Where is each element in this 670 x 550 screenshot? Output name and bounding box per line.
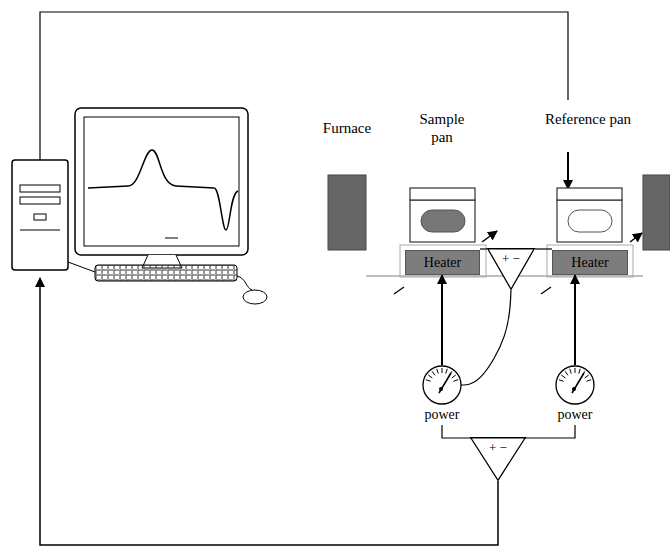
meter-tick bbox=[586, 380, 591, 382]
variable-arrow-head bbox=[630, 233, 642, 242]
part-label: Reference pan bbox=[543, 110, 633, 128]
heater-label: Heater bbox=[424, 255, 461, 271]
tower-line bbox=[20, 230, 60, 231]
furnace-label: Furnace bbox=[310, 119, 384, 137]
meter-tick bbox=[575, 368, 576, 373]
meter-label: power bbox=[553, 407, 597, 423]
pan-lid bbox=[410, 188, 475, 200]
meter-tick bbox=[432, 371, 435, 375]
meter-needle bbox=[572, 373, 584, 393]
meter-tick bbox=[561, 375, 565, 378]
amplifier-sign: + − bbox=[487, 251, 535, 267]
meter-pivot bbox=[439, 387, 443, 391]
meter-tick bbox=[442, 368, 443, 373]
reference-pan bbox=[557, 200, 622, 242]
drive-slot bbox=[34, 214, 46, 220]
meter-face bbox=[423, 366, 461, 404]
meter-dial bbox=[420, 365, 464, 407]
meter-tick bbox=[570, 369, 572, 374]
connector-line bbox=[441, 275, 443, 365]
connector-line bbox=[525, 425, 575, 438]
variable-arrow-head bbox=[482, 231, 497, 242]
connector-line bbox=[480, 248, 487, 249]
dsc-curve bbox=[88, 150, 238, 230]
power-meter: power bbox=[553, 365, 597, 425]
meter-tick bbox=[428, 375, 432, 378]
sample bbox=[421, 210, 465, 232]
heater-label: Heater bbox=[571, 255, 608, 271]
variable-arrow-tail bbox=[394, 287, 404, 294]
differential-amplifier: + − bbox=[470, 437, 526, 481]
meter-tick bbox=[446, 369, 448, 374]
part-label: Sample pan bbox=[409, 110, 475, 146]
sample-pan bbox=[410, 200, 475, 242]
differential-amplifier: + − bbox=[487, 248, 535, 290]
signal-wire bbox=[40, 278, 498, 545]
keyboard bbox=[95, 265, 237, 281]
heater-box: Heater bbox=[405, 250, 480, 275]
control-wire bbox=[40, 12, 568, 160]
meter-pivot bbox=[572, 387, 576, 391]
monitor-screen bbox=[84, 117, 239, 246]
connector-line bbox=[461, 290, 511, 385]
mouse-cable bbox=[237, 276, 252, 290]
meter-face bbox=[556, 366, 594, 404]
meter-tick bbox=[453, 380, 458, 382]
variable-arrow-tail bbox=[541, 287, 551, 294]
pan-lid bbox=[557, 188, 622, 200]
amplifier-triangle bbox=[471, 438, 526, 481]
meter-tick bbox=[426, 380, 431, 382]
keyboard-cable bbox=[68, 262, 95, 272]
monitor-frame bbox=[75, 108, 248, 255]
amplifier-triangle bbox=[488, 249, 535, 290]
amplifier-sign: + − bbox=[470, 440, 526, 456]
meter-dial bbox=[553, 365, 597, 407]
drive-bay bbox=[20, 185, 60, 192]
computer-tower bbox=[12, 160, 68, 270]
meter-tick bbox=[565, 371, 568, 375]
furnace-wall bbox=[328, 175, 366, 250]
meter-tick bbox=[452, 375, 456, 378]
meter-tick bbox=[585, 375, 589, 378]
meter-tick bbox=[437, 369, 439, 374]
power-meter: power bbox=[420, 365, 464, 425]
connector-line bbox=[442, 425, 471, 438]
connector-line bbox=[535, 248, 552, 249]
meter-tick bbox=[579, 369, 581, 374]
furnace-wall bbox=[643, 175, 670, 250]
heater-mount bbox=[400, 245, 486, 277]
pointer-arrow bbox=[567, 152, 569, 189]
empty-reference bbox=[568, 210, 612, 232]
meter-tick bbox=[559, 380, 564, 382]
drive-bay bbox=[20, 197, 60, 204]
connector-line bbox=[574, 275, 576, 365]
meter-needle bbox=[439, 373, 451, 393]
meter-label: power bbox=[420, 407, 464, 423]
monitor-button bbox=[165, 238, 178, 239]
heater-mount bbox=[547, 245, 633, 277]
heater-box: Heater bbox=[552, 250, 628, 275]
mouse bbox=[243, 290, 267, 304]
